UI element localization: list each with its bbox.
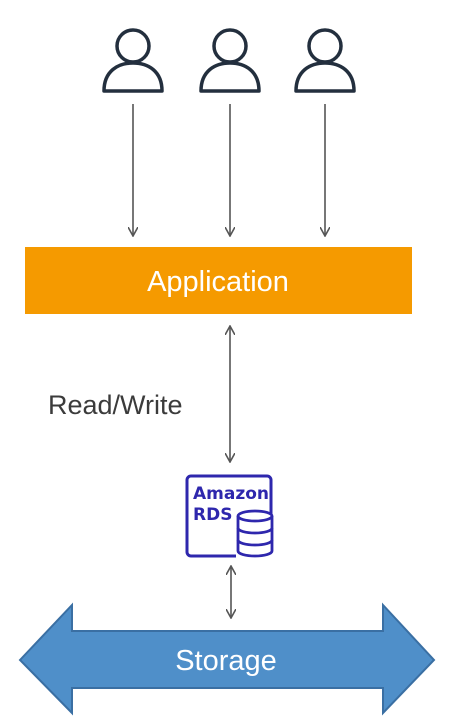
amazon-rds-icon: Amazon RDS xyxy=(185,474,274,560)
storage-label: Storage xyxy=(175,645,277,677)
user-icon xyxy=(294,28,356,93)
application-box: Application xyxy=(25,247,412,314)
rds-label-rds: RDS xyxy=(193,505,232,525)
user-icon xyxy=(199,28,261,93)
user-icon xyxy=(102,28,164,93)
storage-arrow: Storage xyxy=(18,602,436,716)
read-write-label: Read/Write xyxy=(48,390,183,420)
rds-label-amazon: Amazon xyxy=(193,484,269,504)
application-label: Application xyxy=(147,266,289,298)
